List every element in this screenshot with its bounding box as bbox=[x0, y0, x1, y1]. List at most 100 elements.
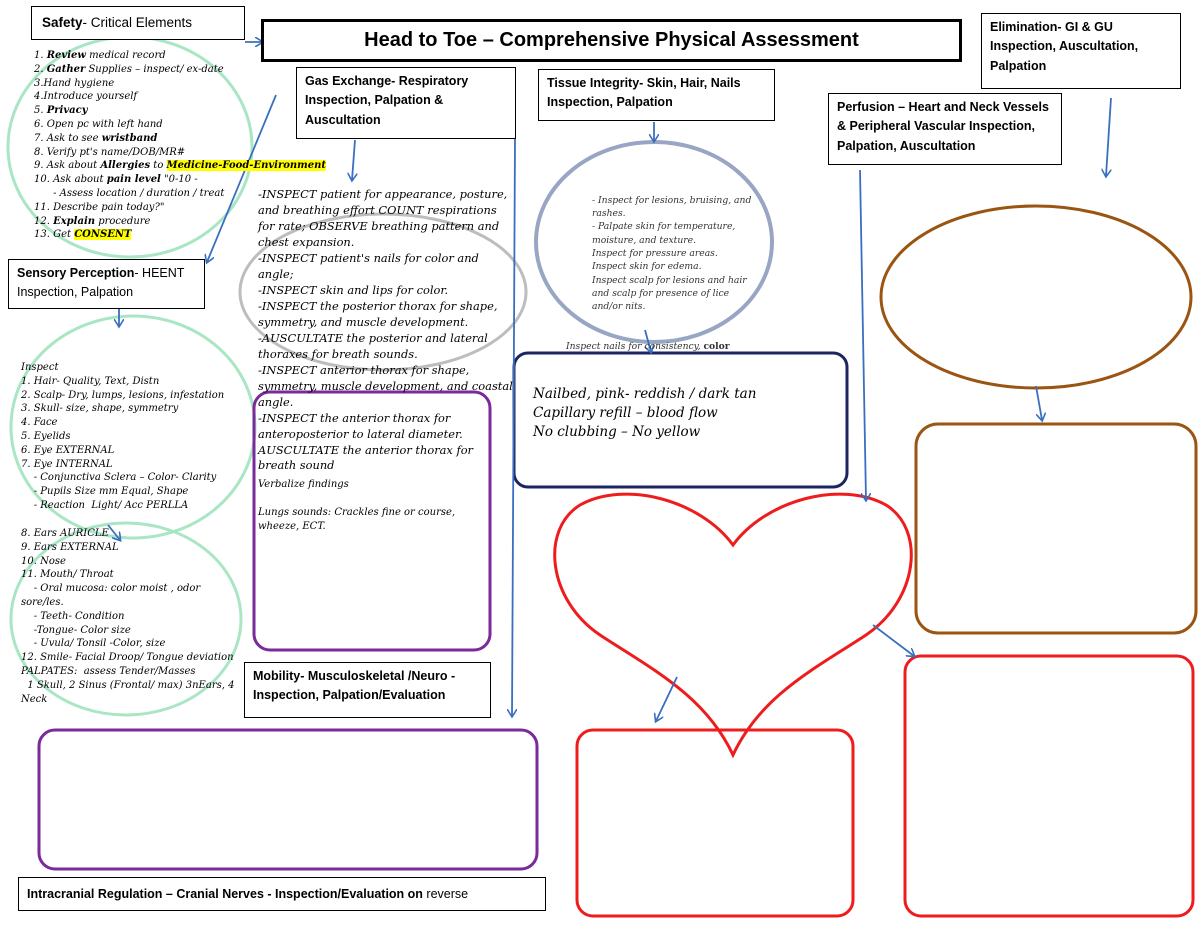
sensory-box-subtitle: - HEENT Inspection, Palpation bbox=[17, 266, 185, 300]
safety-box: Safety- Critical Elements bbox=[31, 6, 245, 40]
tissue-step: Inspect scalp for lesions and hair bbox=[592, 274, 747, 286]
elimination-box: Elimination- GI & GU Inspection, Auscult… bbox=[981, 13, 1181, 89]
heent-inspect-item: 1. Hair- Quality, Text, Distn bbox=[21, 375, 160, 387]
sensory-box-heading: Sensory Perception bbox=[17, 266, 135, 280]
safety-step: 4.Introduce yourself bbox=[34, 91, 138, 103]
heent-inspect-item: 2. Scalp- Dry, lumps, lesions, infestati… bbox=[21, 389, 225, 401]
mobility-findings-box bbox=[37, 728, 539, 871]
heent-ears-item: - Oral mucosa: color moist , odor bbox=[21, 583, 201, 595]
arrow-safety-to-sensory bbox=[207, 94, 277, 262]
tissue-step: - Palpate skin for temperature, bbox=[592, 221, 736, 233]
safety-box-subtitle: - Critical Elements bbox=[82, 15, 193, 30]
safety-step: 12. Explain procedure bbox=[34, 215, 151, 227]
safety-step: 6. Open pc with left hand bbox=[34, 118, 163, 130]
page-title: Head to Toe – Comprehensive Physical Ass… bbox=[261, 19, 962, 62]
heent-ears-item: 12. Smile- Facial Droop/ Tongue deviatio… bbox=[21, 652, 234, 664]
arrow-gas-down bbox=[352, 139, 355, 180]
tissue-step: moisture, and texture. bbox=[592, 234, 697, 246]
highlight: Medicine-Food-Environment bbox=[166, 160, 327, 172]
gas-exchange-text: -INSPECT patient for appearance, posture… bbox=[258, 187, 513, 534]
heent-ears-item: 9. Ears EXTERNAL bbox=[21, 541, 119, 553]
safety-step: 1. Review medical record bbox=[34, 50, 166, 61]
highlight: CONSENT bbox=[74, 229, 132, 241]
heent-inspect-item: 5. Eyelids bbox=[21, 430, 71, 442]
heent-inspect-item: 4. Face bbox=[21, 417, 58, 429]
safety-step: 10. Ask about pain level "0-10 - bbox=[34, 174, 198, 186]
gas-exchange-step: -INSPECT the anterior thorax for anterop… bbox=[258, 410, 473, 473]
tissue-step: rashes. bbox=[592, 208, 626, 220]
gas-exchange-step: -INSPECT patient's nails for color and a… bbox=[258, 250, 479, 281]
tissue-integrity-box: Tissue Integrity- Skin, Hair, Nails Insp… bbox=[538, 69, 775, 121]
safety-step: 5. Privacy bbox=[34, 105, 88, 117]
arrow-inspect-to-ears bbox=[107, 524, 120, 540]
heent-ears-item: PALPATES: assess Tender/Masses bbox=[21, 665, 196, 677]
gas-exchange-findings-box bbox=[252, 390, 492, 652]
arrow-elimination-down bbox=[1106, 97, 1112, 176]
heent-ears-item: - Teeth- Condition bbox=[21, 610, 125, 622]
nail-finding: Nailbed, pink- reddish / dark tan bbox=[533, 386, 757, 402]
gas-exchange-step: -INSPECT anterior thorax for shape, symm… bbox=[258, 362, 513, 409]
safety-steps-list: 1. Review medical record 2. Gather Suppli… bbox=[34, 49, 327, 242]
arrow-heart-to-box2 bbox=[872, 624, 914, 656]
heart-shape bbox=[553, 492, 913, 759]
gas-exchange-steps: -INSPECT patient for appearance, posture… bbox=[258, 187, 513, 474]
heent-inspect-item: 3. Skull- size, shape, symmetry bbox=[21, 403, 179, 415]
heent-ears-item: 10. Nose bbox=[21, 555, 66, 567]
perfusion-box: Perfusion – Heart and Neck Vessels & Per… bbox=[828, 93, 1062, 165]
sensory-perception-box: Sensory Perception- HEENT Inspection, Pa… bbox=[8, 259, 205, 309]
tissue-step: and scalp for presence of lice bbox=[592, 288, 730, 300]
gas-exchange-step: -INSPECT the posterior thorax for shape,… bbox=[258, 298, 498, 329]
arrow-elimination-to-box bbox=[1035, 385, 1042, 420]
safety-step: 9. Ask about Allergies to Medicine-Food-… bbox=[34, 160, 327, 172]
safety-box-heading: Safety bbox=[42, 15, 83, 30]
heent-inspect-list: Inspect 1. Hair- Quality, Text, Distn 2. S… bbox=[21, 361, 224, 513]
heent-inspect-item: 6. Eye EXTERNAL bbox=[21, 444, 115, 456]
tissue-nails-step: Inspect nails for consistency, color bbox=[566, 341, 730, 353]
heent-inspect-item: Inspect bbox=[21, 362, 59, 373]
connector-arrows bbox=[107, 42, 1112, 721]
arrow-heart-to-box1 bbox=[656, 676, 678, 721]
safety-step: 11. Describe pain today?" bbox=[34, 201, 165, 213]
heent-ears-item: 1 Skull, 2 Sinus (Frontal/ max) 3nEars, … bbox=[21, 679, 235, 691]
tissue-step: Inspect skin for edema. bbox=[592, 261, 702, 273]
heent-ears-item: sore/les. bbox=[21, 596, 64, 608]
heent-ears-item: 11. Mouth/ Throat bbox=[21, 569, 114, 581]
gas-lung-sounds: Lungs sounds: Crackles fine or course, w… bbox=[258, 507, 456, 533]
tissue-step: and/or nits. bbox=[592, 301, 646, 313]
nail-finding: Capillary refill – blood flow bbox=[533, 404, 718, 421]
safety-step: 2. Gather Supplies – inspect/ ex-date bbox=[34, 63, 224, 75]
tissue-step: Inspect for pressure areas. bbox=[592, 248, 718, 260]
safety-step: 7. Ask to see wristband bbox=[34, 132, 158, 144]
tissue-step: - Inspect for lesions, bruising, and bbox=[592, 194, 752, 206]
nail-finding: No clubbing – No yellow bbox=[533, 423, 701, 440]
heent-inspect-item: 7. Eye INTERNAL bbox=[21, 458, 113, 470]
arrow-tissue-to-findings bbox=[644, 329, 651, 352]
heent-ears-item: -Tongue- Color size bbox=[21, 624, 131, 636]
arrow-gas-to-mobility bbox=[512, 137, 515, 716]
gas-verbalize-findings: Verbalize findings bbox=[258, 479, 349, 491]
gas-exchange-ellipse bbox=[238, 212, 528, 372]
gas-exchange-box: Gas Exchange- Respiratory Inspection, Pa… bbox=[296, 67, 516, 139]
intracranial-box: Intracranial Regulation – Cranial Nerves… bbox=[18, 877, 546, 911]
perfusion-findings-box-1 bbox=[575, 728, 855, 918]
intracranial-box-heading: Intracranial Regulation – Cranial Nerves… bbox=[27, 887, 423, 901]
heent-inspect-item: - Reaction Light/ Acc PERLLA bbox=[21, 499, 189, 511]
heent-inspect-item: - Conjunctiva Sclera – Color- Clarity bbox=[21, 472, 217, 484]
elimination-ellipse bbox=[879, 204, 1193, 390]
tissue-integrity-text: - Inspect for lesions, bruising, and rash… bbox=[566, 167, 751, 367]
safety-step: 13. Get CONSENT bbox=[34, 229, 132, 241]
safety-step: 8. Verify pt's name/DOB/MR# bbox=[34, 146, 186, 158]
tissue-integrity-steps: - Inspect for lesions, bruising, and rash… bbox=[566, 194, 751, 314]
gas-exchange-step: -INSPECT skin and lips for color. bbox=[258, 282, 449, 297]
heent-ears-item: Neck bbox=[21, 693, 48, 705]
intracranial-box-suffix: reverse bbox=[422, 887, 469, 901]
heent-ears-item: - Uvula/ Tonsil -Color, size bbox=[21, 638, 166, 650]
perfusion-findings-box-2 bbox=[903, 654, 1195, 918]
heent-inspect-item: - Pupils Size mm Equal, Shape bbox=[21, 486, 189, 498]
heent-ears-item: 8. Ears AURICLE bbox=[21, 528, 109, 539]
safety-step: - Assess location / duration / treat bbox=[34, 187, 225, 199]
arrow-perfusion-down bbox=[859, 169, 866, 500]
safety-step: 3.Hand hygiene bbox=[34, 77, 115, 89]
